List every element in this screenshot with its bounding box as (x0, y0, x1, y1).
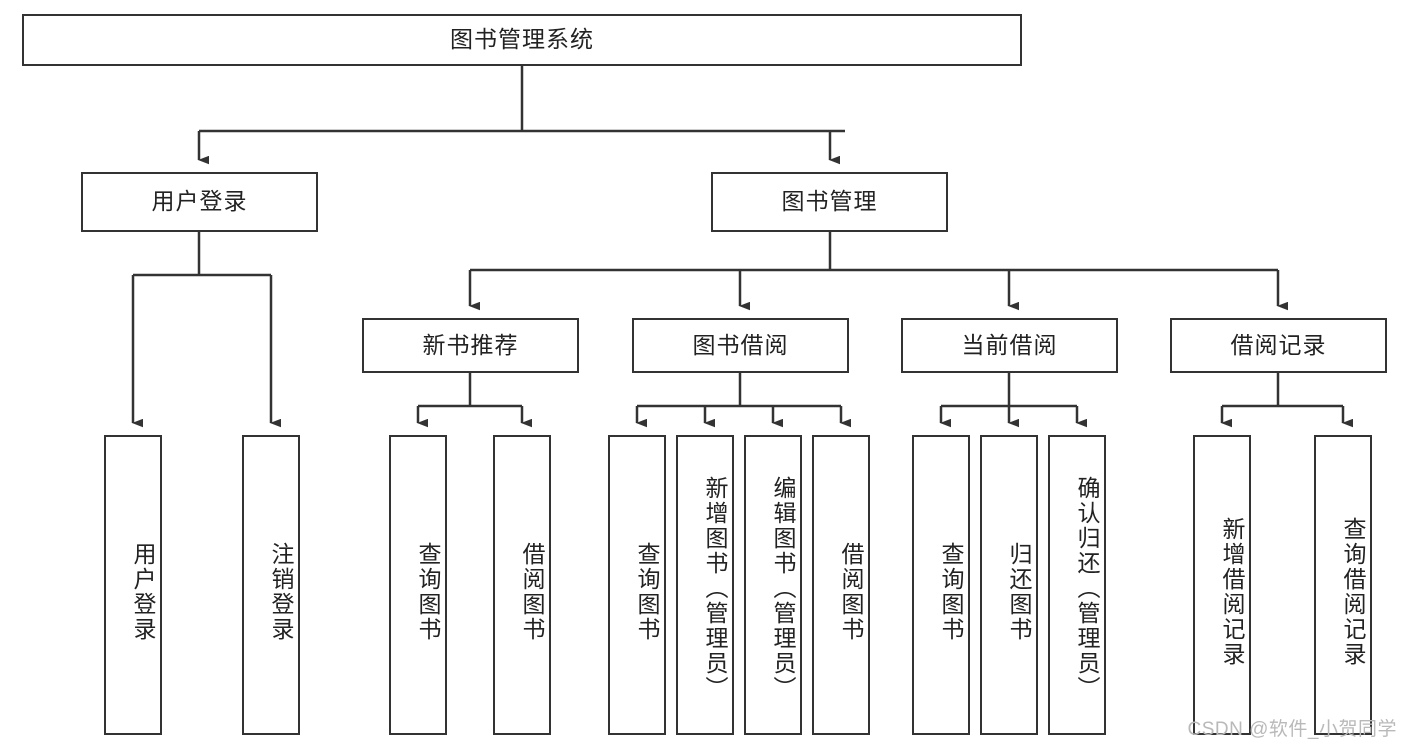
node-label: 借阅图书 (519, 542, 545, 642)
node-label: 用户登录 (130, 542, 156, 642)
node-label: 图书借阅 (692, 331, 789, 358)
leaf-edit-book-admin[interactable]: 编辑图书（管理员） (744, 435, 802, 735)
leaf-user-logout[interactable]: 注销登录 (242, 435, 300, 735)
leaf-query-book-borrow[interactable]: 查询图书 (608, 435, 666, 735)
node-book-management-system[interactable]: 图书管理系统 (22, 14, 1022, 66)
node-label: 当前借阅 (961, 331, 1058, 358)
node-user-login[interactable]: 用户登录 (81, 172, 318, 232)
node-label: 归还图书 (1006, 542, 1032, 642)
node-label: 图书管理系统 (450, 26, 594, 53)
node-label: 编辑图书（管理员） (770, 475, 796, 701)
node-label: 新增借阅记录 (1219, 517, 1245, 667)
node-label: 图书管理 (781, 188, 878, 215)
node-label: 查询图书 (634, 542, 660, 642)
node-label: 查询图书 (938, 542, 964, 642)
leaf-user-login[interactable]: 用户登录 (104, 435, 162, 735)
leaf-query-book-current[interactable]: 查询图书 (912, 435, 970, 735)
watermark-text: CSDN @软件_小贺同学 (1187, 719, 1397, 740)
node-label: 确认归还（管理员） (1074, 475, 1100, 701)
leaf-add-book-admin[interactable]: 新增图书（管理员） (676, 435, 734, 735)
node-new-book-recommend[interactable]: 新书推荐 (362, 318, 579, 373)
node-label: 借阅图书 (838, 542, 864, 642)
node-borrow-record[interactable]: 借阅记录 (1170, 318, 1387, 373)
node-book-borrow[interactable]: 图书借阅 (632, 318, 849, 373)
node-label: 用户登录 (151, 188, 248, 215)
node-book-management[interactable]: 图书管理 (711, 172, 948, 232)
leaf-borrow-book-recommend[interactable]: 借阅图书 (493, 435, 551, 735)
node-current-borrow[interactable]: 当前借阅 (901, 318, 1118, 373)
leaf-return-book[interactable]: 归还图书 (980, 435, 1038, 735)
node-label: 查询图书 (415, 542, 441, 642)
leaf-borrow-book[interactable]: 借阅图书 (812, 435, 870, 735)
node-label: 新增图书（管理员） (702, 475, 728, 701)
node-label: 注销登录 (268, 542, 294, 642)
leaf-query-borrow-record[interactable]: 查询借阅记录 (1314, 435, 1372, 735)
node-label: 新书推荐 (422, 331, 519, 358)
node-label: 查询借阅记录 (1340, 517, 1366, 667)
node-label: 借阅记录 (1230, 331, 1327, 358)
leaf-add-borrow-record[interactable]: 新增借阅记录 (1193, 435, 1251, 735)
leaf-query-book-recommend[interactable]: 查询图书 (389, 435, 447, 735)
leaf-confirm-return-admin[interactable]: 确认归还（管理员） (1048, 435, 1106, 735)
